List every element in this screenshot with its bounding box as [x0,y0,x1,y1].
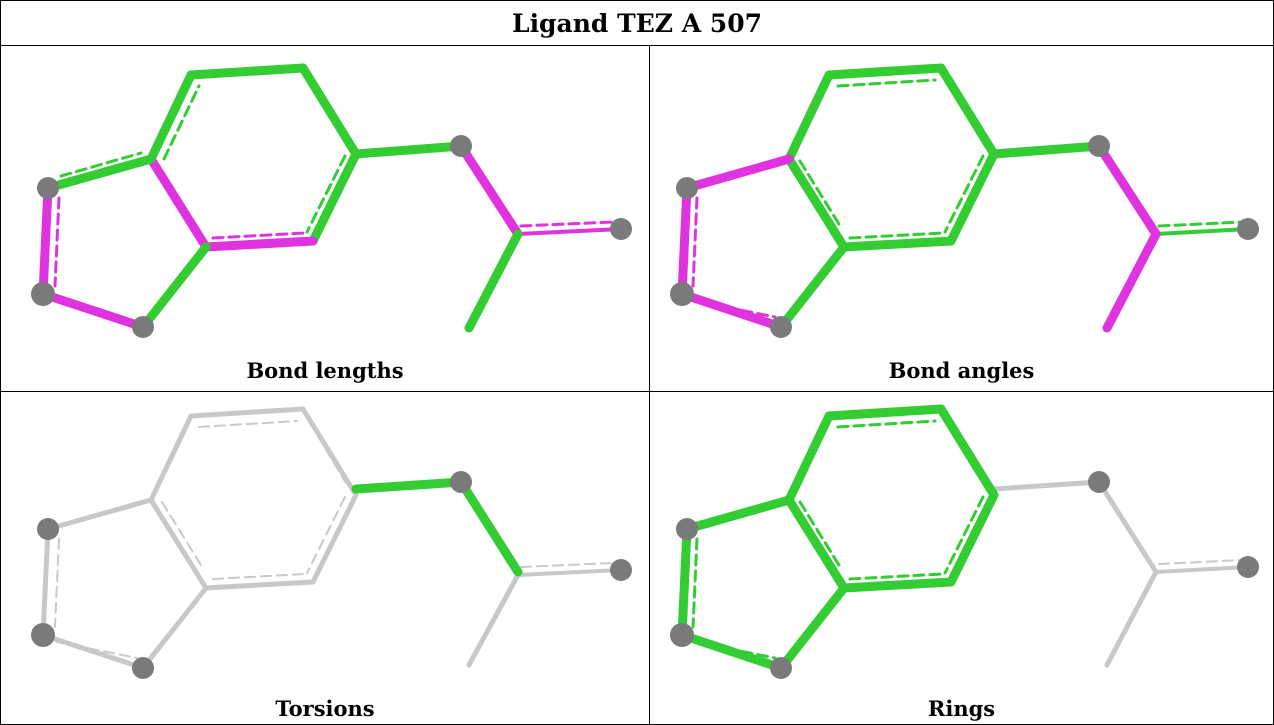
caption-bond-lengths: Bond lengths [246,358,404,383]
panel-torsions: Torsions [0,391,650,725]
figure-title: Ligand TEZ A 507 [0,0,1274,46]
panel-bond-angles: Bond angles [649,45,1274,392]
molecule-bond-angles [670,63,1259,338]
caption-bond-angles: Bond angles [888,358,1035,383]
caption-torsions: Torsions [275,696,375,721]
molecule-bond-lengths [31,63,632,338]
molecule-torsions [31,406,632,679]
panel-bond-lengths: Bond lengths [0,45,650,392]
panel-rings: Rings [649,391,1274,725]
molecule-rings [670,404,1259,679]
caption-rings: Rings [927,696,996,721]
